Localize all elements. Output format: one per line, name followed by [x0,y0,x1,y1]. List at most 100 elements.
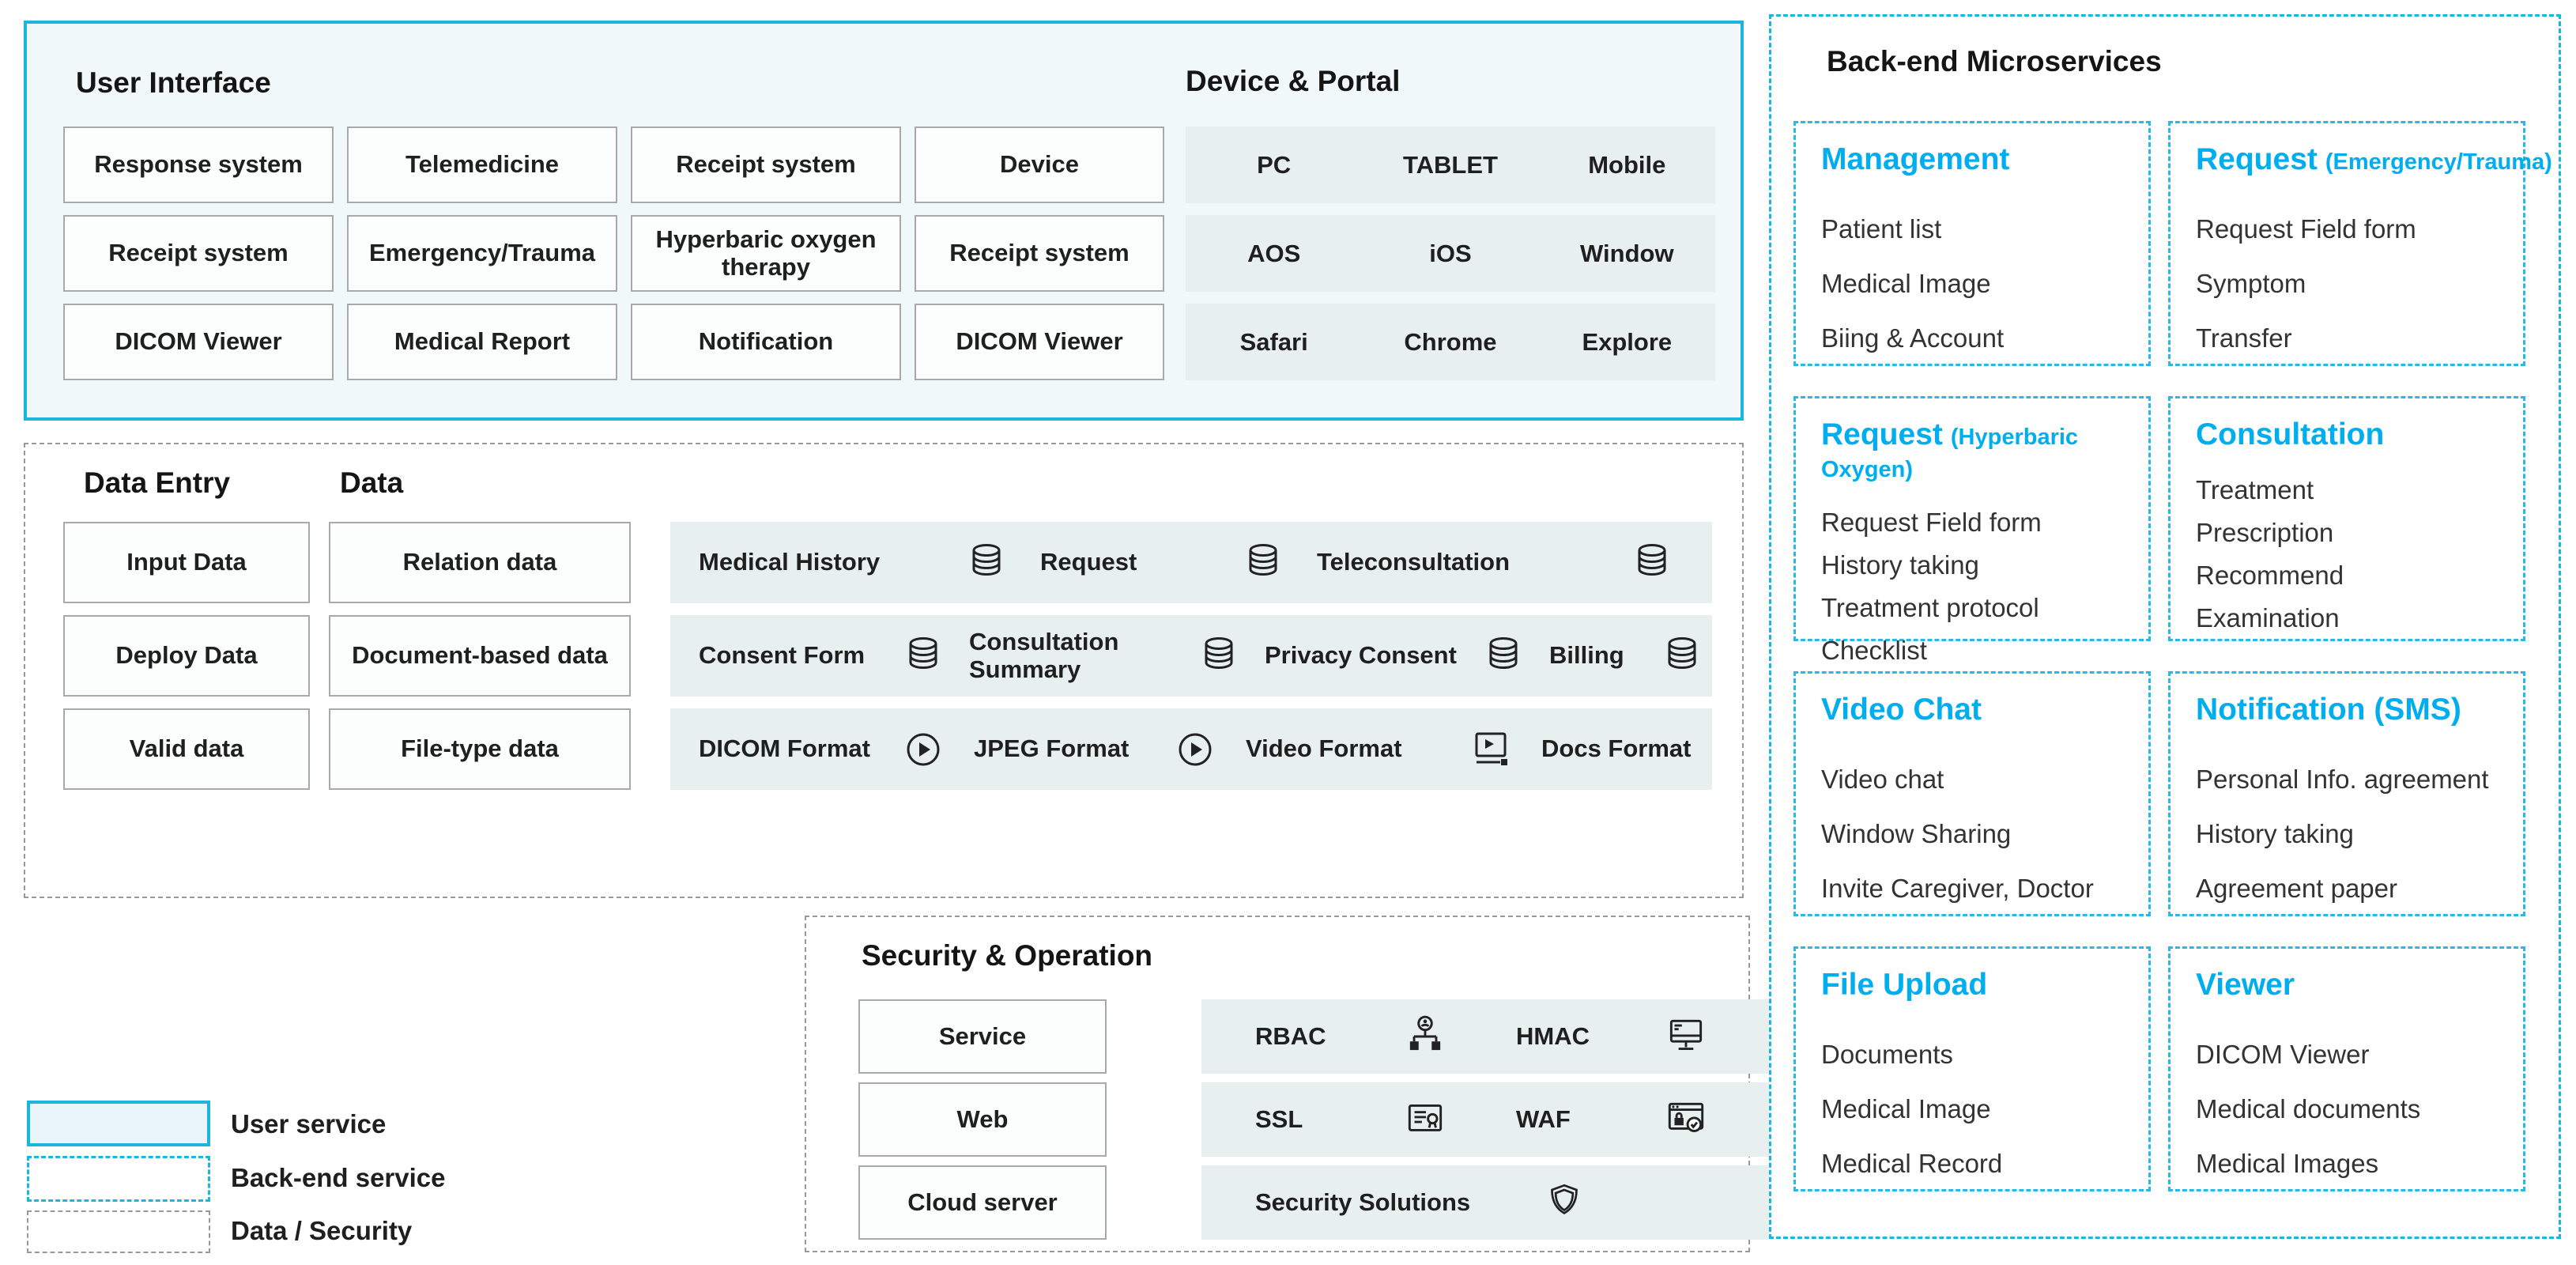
card-management: Management Patient list Medical Image Bi… [1793,121,2151,366]
data-item-label: Docs Format [1541,734,1692,763]
rbac-hierarchy-icon [1402,1014,1448,1059]
data-panel: Data Entry Data Input Data Deploy Data V… [24,443,1744,898]
portal-row-os: AOS iOS Window [1186,215,1715,292]
legend-label: Back-end service [231,1163,446,1192]
security-item: SSL [1255,1097,1448,1142]
portal-row-browsers: Safari Chrome Explore [1186,304,1715,380]
card-item: Patient list [1821,213,1942,244]
security-item-label: WAF [1516,1105,1571,1133]
data-item: Video Format [1246,727,1513,772]
card-title: Video Chat [1821,693,1982,727]
device-portal-rows: PC TABLET Mobile AOS iOS Window Safari C… [1186,126,1715,380]
data-item-label: DICOM Format [699,734,870,763]
portal-label: TABLET [1403,150,1498,179]
card-items: DICOM Viewer Medical documents Medical I… [2196,1040,2498,1179]
data-row: DICOM Format JPEG Format Video Format [670,708,1712,790]
data-item: Teleconsultation [1317,541,1674,585]
data-entry-title: Data Entry [84,466,231,499]
card-item: DICOM Viewer [2196,1039,2370,1069]
ui-button: Medical Report [347,304,617,380]
legend-swatch-backend-service [27,1156,210,1202]
data-item: Medical History [699,541,1009,585]
card-item: Personal Info. agreement [2196,764,2489,794]
database-icon [964,541,1009,585]
device-portal-title: Device & Portal [1186,65,1401,97]
legend-label: Data / Security [231,1216,413,1245]
card-title: File Upload [1821,968,1988,1002]
security-left-buttons: Service Web Cloud server [858,999,1107,1240]
card-request-hyperbaric: Request(Hyperbaric Oxygen) Request Field… [1793,396,2151,665]
data-item-label: Teleconsultation [1317,548,1511,576]
card-items: Treatment Prescription Recommend Examina… [2196,475,2498,633]
data-type-button: File-type data [329,708,631,790]
database-icon [901,634,945,678]
card-item: Medical Image [1821,1093,1991,1123]
data-item-label: Consent Form [699,641,866,670]
card-item: Biing & Account [1821,323,2005,353]
data-item-label: JPEG Format [974,734,1130,763]
ui-button: Hyperbaric oxygen therapy [631,215,901,292]
card-item: Window Sharing [1821,818,2012,848]
card-item: History taking [2196,818,2354,848]
data-item: Request [1040,541,1285,585]
data-row: Consent Form Consultation Summary Privac… [670,615,1712,697]
card-item: Checklist [1821,635,1927,665]
data-entry-buttons: Input Data Deploy Data Valid data [63,522,310,790]
portal-label: Safari [1239,327,1308,356]
ui-button: Receipt system [915,215,1164,292]
ui-button: Receipt system [631,126,901,203]
card-items: Personal Info. agreement History taking … [2196,765,2498,904]
data-item: JPEG Format [974,727,1217,772]
portal-label: Chrome [1404,327,1497,356]
card-video-chat: Video Chat Video chat Window Sharing Inv… [1793,671,2151,916]
card-item: Transfer [2196,323,2292,353]
card-title-suffix: (Hyperbaric Oxygen) [1821,425,2079,482]
security-item: HMAC [1516,1014,1709,1059]
card-item: Prescription [2196,517,2334,547]
ui-button: Telemedicine [347,126,617,203]
card-items: Video chat Window Sharing Invite Caregiv… [1821,765,2123,904]
card-consultation: Consultation Treatment Prescription Reco… [2168,396,2525,641]
portal-label: Mobile [1588,150,1666,179]
security-row: SSL WAF [1201,1082,1777,1157]
card-items: Request Field form Symptom Transfer [2196,214,2498,353]
security-item-label: HMAC [1516,1021,1590,1050]
card-item: Examination [2196,602,2340,632]
data-format-rows: Medical History Request Teleconsultation [670,522,1712,790]
security-item-label: Security Solutions [1255,1188,1471,1216]
portal-label: PC [1257,150,1292,179]
card-item: History taking [1821,549,1979,580]
play-circle-icon [901,727,945,772]
data-item: Billing [1549,634,1704,678]
data-entry-button: Valid data [63,708,310,790]
legend-label: User service [231,1109,387,1138]
legend-swatch-user-service [27,1101,210,1146]
security-row: Security Solutions [1201,1165,1777,1240]
data-entry-button: Deploy Data [63,615,310,697]
security-row: RBAC HMAC [1201,999,1777,1074]
data-item: Consent Form [699,634,945,678]
portal-row-devices: PC TABLET Mobile [1186,126,1715,203]
card-item: Medical Record [1821,1148,2003,1178]
ui-button: DICOM Viewer [63,304,334,380]
data-item-label: Request [1040,548,1137,576]
data-entry-button: Input Data [63,522,310,603]
backend-microservices-title: Back-end Microservices [1827,45,2162,77]
video-player-icon [1469,727,1513,772]
ui-button: DICOM Viewer [915,304,1164,380]
portal-label: Window [1580,239,1674,267]
portal-label: iOS [1429,239,1472,267]
security-item: WAF [1516,1097,1709,1142]
portal-label: AOS [1247,239,1301,267]
security-button: Service [858,999,1107,1074]
security-rows: RBAC HMAC SSL [1201,999,1777,1240]
data-item-label: Video Format [1246,734,1402,763]
backend-microservices-panel: Back-end Microservices Management Patien… [1769,14,2561,1239]
card-title: Request(Hyperbaric Oxygen) [1821,417,2079,482]
data-type-button: Document-based data [329,615,631,697]
data-title: Data [340,466,404,499]
security-item-label: SSL [1255,1105,1303,1133]
card-item: Medical Images [2196,1148,2379,1178]
certificate-icon [1402,1097,1448,1142]
